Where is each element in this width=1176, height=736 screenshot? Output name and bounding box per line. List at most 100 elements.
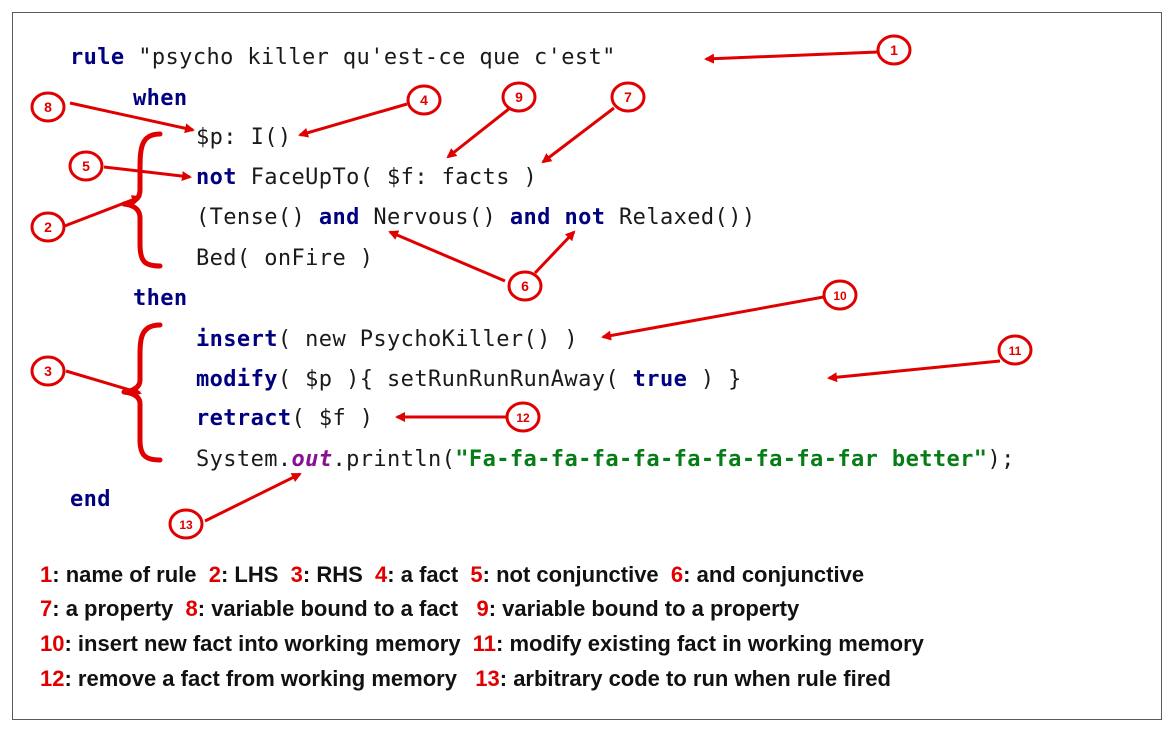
callout-number-4: 4 — [420, 92, 428, 108]
legend-number-12: 12 — [40, 666, 65, 691]
code-line-when: when — [133, 85, 188, 113]
relaxed-text: Relaxed()) — [605, 205, 756, 230]
legend-line-1: 1: name of rule 2: LHS 3: RHS 4: a fact … — [40, 562, 864, 588]
callout-number-9: 9 — [515, 89, 523, 105]
println-close: ); — [987, 447, 1015, 472]
callout-circle-2 — [30, 211, 66, 243]
tense-text: (Tense() — [196, 205, 319, 230]
rule-name: "psycho killer qu'est-ce que c'est" — [124, 45, 616, 70]
legend-text-13: : arbitrary code to run when rule fired — [499, 666, 891, 691]
legend-number-3: 3 — [290, 562, 303, 587]
callout-number-3: 3 — [44, 363, 52, 379]
legend-number-11: 11 — [472, 631, 497, 656]
callout-number-10: 10 — [833, 289, 847, 303]
legend-text-11: : modify existing fact in working memory — [496, 631, 924, 656]
legend-number-10: 10 — [40, 631, 65, 656]
legend-number-1: 1 — [40, 562, 53, 587]
callout-circle-3 — [30, 355, 66, 387]
callout-number-8: 8 — [44, 99, 52, 115]
callout-circle-11 — [997, 334, 1033, 366]
arrow-6a — [388, 230, 506, 283]
legend-text-3: : RHS — [302, 562, 376, 587]
legend-number-5: 5 — [470, 562, 483, 587]
callout-number-11: 11 — [1009, 344, 1022, 358]
legend-line-4: 12: remove a fact from working memory 13… — [40, 666, 891, 692]
legend-text-10: : insert new fact into working memory — [64, 631, 473, 656]
callout-circle-5 — [68, 150, 104, 182]
code-line-insert: insert( new PsychoKiller() ) — [196, 326, 578, 354]
code-line-then: then — [133, 285, 188, 313]
end-keyword: end — [70, 487, 111, 512]
callout-number-12: 12 — [516, 411, 530, 425]
true-keyword: true — [632, 367, 688, 392]
arrow-13 — [204, 472, 302, 523]
arrow-7 — [541, 106, 615, 164]
legend-text-7: : a property — [52, 596, 186, 621]
code-line-fact-p: $p: I() — [196, 125, 292, 150]
code-line-and: (Tense() and Nervous() and not Relaxed()… — [196, 204, 756, 232]
arrow-5 — [103, 165, 192, 182]
rule-keyword: rule — [70, 45, 125, 70]
arrow-3 — [65, 369, 142, 396]
faceupto-text: FaceUpTo( $f: facts ) — [236, 165, 538, 190]
callout-circle-4 — [406, 84, 442, 116]
arrow-1 — [704, 50, 879, 64]
callout-circle-10 — [822, 279, 858, 311]
legend-text-9: : variable bound to a property — [488, 596, 800, 621]
legend-text-2: : LHS — [220, 562, 291, 587]
arrow-4 — [298, 102, 408, 138]
nervous-text: Nervous() — [359, 205, 510, 230]
retract-keyword: retract — [196, 406, 292, 431]
callout-number-6: 6 — [521, 278, 529, 294]
callout-circle-9 — [501, 81, 537, 113]
not-keyword: not — [196, 165, 237, 190]
code-line-rule: rule "psycho killer qu'est-ce que c'est" — [70, 44, 616, 72]
system-text: System. — [196, 447, 292, 472]
legend-number-7: 7 — [40, 596, 53, 621]
when-keyword: when — [133, 86, 188, 111]
legend-number-9: 9 — [476, 596, 489, 621]
modify-keyword: modify — [196, 367, 278, 392]
callout-number-7: 7 — [624, 89, 632, 105]
legend-number-2: 2 — [208, 562, 221, 587]
then-keyword: then — [133, 286, 188, 311]
retract-args: ( $f ) — [291, 406, 374, 431]
arrow-11 — [827, 359, 1001, 383]
callout-circle-12 — [505, 401, 541, 433]
brace-rhs — [121, 322, 163, 463]
callout-circle-6 — [507, 270, 543, 302]
arrow-9 — [446, 106, 511, 159]
arrow-2 — [61, 195, 142, 229]
legend-text-8: : variable bound to a fact — [197, 596, 477, 621]
insert-args: ( new PsychoKiller() ) — [277, 327, 579, 352]
callout-number-13: 13 — [179, 518, 193, 532]
println-text: .println( — [332, 447, 456, 472]
legend-number-13: 13 — [475, 666, 500, 691]
code-line-not: not FaceUpTo( $f: facts ) — [196, 164, 537, 192]
callout-number-5: 5 — [82, 158, 90, 174]
callout-number-1: 1 — [890, 42, 898, 58]
code-line-println: System.out.println("Fa-fa-fa-fa-fa-fa-fa… — [196, 446, 1015, 474]
legend-text-5: : not conjunctive — [482, 562, 671, 587]
code-line-retract: retract( $f ) — [196, 405, 373, 433]
and-keyword-2: and — [509, 205, 551, 230]
legend-number-4: 4 — [375, 562, 388, 587]
legend-number-8: 8 — [185, 596, 198, 621]
out-field: out — [291, 447, 333, 472]
legend-text-12: : remove a fact from working memory — [64, 666, 476, 691]
legend-text-6: : and conjunctive — [683, 562, 865, 587]
modify-close: ) } — [687, 367, 742, 392]
code-line-end: end — [70, 486, 111, 514]
legend-number-6: 6 — [670, 562, 684, 587]
callout-circle-1 — [876, 34, 912, 66]
arrow-6b — [533, 230, 576, 275]
not-keyword-2: not — [564, 205, 606, 230]
modify-args: ( $p ){ setRunRunRunAway( — [277, 367, 633, 392]
legend-line-2: 7: a property 8: variable bound to a fac… — [40, 596, 799, 622]
callout-circle-7 — [610, 81, 646, 113]
code-line-bed: Bed( onFire ) — [196, 246, 374, 271]
println-string: "Fa-fa-fa-fa-fa-fa-fa-fa-fa-far better" — [455, 447, 988, 472]
legend-text-4: : a fact — [387, 562, 471, 587]
insert-keyword: insert — [196, 327, 278, 352]
